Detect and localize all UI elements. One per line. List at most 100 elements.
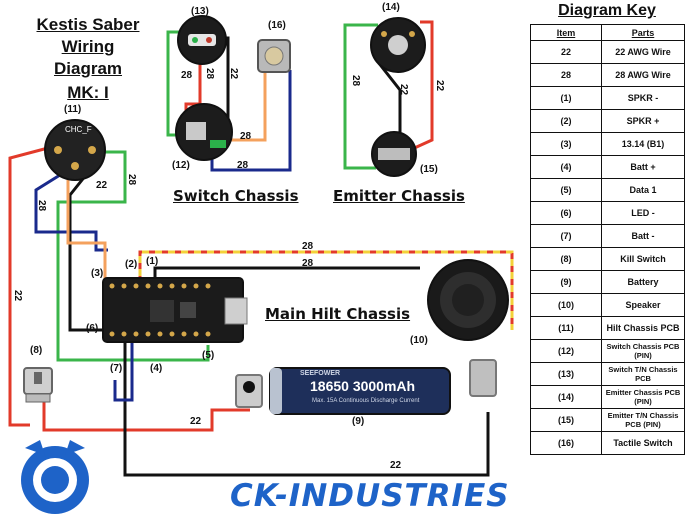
wire-speaker-positive (138, 250, 514, 330)
key-item: (8) (530, 247, 602, 271)
wire-green-hilt-to-main (56, 150, 210, 362)
key-part: Batt + (601, 155, 685, 179)
key-row: (4)Batt + (530, 155, 685, 179)
key-part: SPKR + (601, 109, 685, 133)
wire-green-emitter (343, 23, 378, 170)
key-part: 13.14 (B1) (601, 132, 685, 156)
key-item: (5) (530, 178, 602, 202)
key-part: Kill Switch (601, 247, 685, 271)
key-row: (3)13.14 (B1) (530, 132, 685, 156)
wire-gauge-28-speaker-a: 28 (302, 241, 314, 252)
key-part: LED - (601, 201, 685, 225)
key-header-parts: Parts (601, 24, 685, 41)
key-header-item: Item (530, 24, 602, 41)
key-item: (10) (530, 293, 602, 317)
key-part: Switch Chassis PCB (PIN) (601, 339, 685, 363)
wire-red-emitter (409, 20, 434, 152)
wire-gauge-22-left: 22 (12, 289, 24, 302)
key-item: (6) (530, 201, 602, 225)
wire-speaker-positive-yellow (138, 250, 514, 330)
main-hilt-chassis-title: Main Hilt Chassis (265, 305, 411, 323)
key-row: (10)Speaker (530, 293, 685, 317)
label-14: (14) (382, 2, 400, 13)
wire-green-switch (166, 30, 183, 137)
key-item: (13) (530, 362, 602, 386)
key-part: Tactile Switch (601, 431, 685, 455)
wiring-diagram: CHC_F (8, 15, 514, 514)
wire-gauge-22-emitter-b: 22 (434, 79, 446, 92)
key-row: (9)Battery (530, 270, 685, 294)
label-16: (16) (268, 20, 286, 31)
key-row: (12)Switch Chassis PCB (PIN) (530, 339, 685, 363)
key-row: (5)Data 1 (530, 178, 685, 202)
label-4: (4) (150, 363, 163, 374)
wire-black-emitter (376, 61, 402, 140)
wire-navy-switch (210, 70, 292, 172)
wire-gauge-22-hilt: 22 (96, 180, 108, 191)
key-part: 22 AWG Wire (601, 40, 685, 64)
key-item: (1) (530, 86, 602, 110)
title-line-3: MK: I (67, 83, 109, 102)
wire-orange-switch (225, 70, 267, 142)
label-13: (13) (191, 6, 209, 17)
battery-capacity-text: 18650 3000mAh (310, 378, 416, 394)
wire-gauge-28-switch-d: 28 (237, 160, 249, 171)
emitter-chassis-title: Emitter Chassis (333, 187, 465, 205)
ck-logo (21, 440, 89, 514)
label-15: (15) (420, 164, 438, 175)
key-item: (9) (530, 270, 602, 294)
label-3: (3) (91, 268, 104, 279)
wire-red-hilt-to-kill (8, 146, 49, 427)
key-row: (2)SPKR + (530, 109, 685, 133)
wire-gauge-22-switch: 22 (228, 67, 240, 80)
label-5: (5) (202, 350, 215, 361)
key-part: Switch T/N Chassis PCB (601, 362, 685, 386)
key-item: (2) (530, 109, 602, 133)
label-1: (1) (146, 256, 159, 267)
battery-negative-contact (469, 359, 497, 397)
key-row: (15)Emitter T/N Chassis PCB (PIN) (530, 408, 685, 432)
key-item: (7) (530, 224, 602, 248)
key-part: Battery (601, 270, 685, 294)
brand-name: CK-INDUSTRIES (230, 478, 510, 514)
wire-red-kill-to-battery (42, 398, 250, 432)
wire-navy-hilt-to-main (34, 173, 108, 252)
key-item: (4) (530, 155, 602, 179)
key-row: (13)Switch T/N Chassis PCB (530, 362, 685, 386)
title-line-1: Kestis Saber Wiring (36, 15, 140, 56)
wire-black-batt-negative (123, 340, 490, 477)
key-row: (16)Tactile Switch (530, 431, 685, 455)
key-part: Speaker (601, 293, 685, 317)
key-part: Emitter T/N Chassis PCB (PIN) (601, 408, 685, 432)
key-item: (15) (530, 408, 602, 432)
wire-gauge-28-hilt-b: 28 (36, 199, 48, 212)
hilt-chassis-pcb (44, 119, 106, 181)
title-line-2: Diagram (53, 59, 123, 78)
hilt-pcb-text: CHC_F (65, 125, 92, 134)
key-item: (16) (530, 431, 602, 455)
battery-small-text: Max. 15A Continuous Discharge Current (312, 398, 420, 404)
label-11: (11) (64, 104, 82, 115)
key-item: 22 (530, 40, 602, 64)
key-item: (3) (530, 132, 602, 156)
label-6: (6) (86, 323, 99, 334)
key-item: (12) (530, 339, 602, 363)
label-10: (10) (410, 335, 428, 346)
wire-gauge-28-speaker-b: 28 (302, 258, 314, 269)
battery-brand: SEEFOWER (300, 370, 341, 377)
wire-gauge-22-bottom-a: 22 (190, 416, 202, 427)
key-row: (7)Batt - (530, 224, 685, 248)
wire-gauge-28-emitter: 28 (350, 74, 362, 87)
key-part: Hilt Chassis PCB (601, 316, 685, 340)
key-item: (11) (530, 316, 602, 340)
wire-gauge-28-switch-b: 28 (204, 67, 216, 80)
key-part: Batt - (601, 224, 685, 248)
label-12: (12) (172, 160, 190, 171)
key-part: Data 1 (601, 178, 685, 202)
diagram-key-title: Diagram Key (558, 2, 656, 19)
label-8: (8) (30, 345, 43, 356)
diagram-title: Kestis Saber Wiring Diagram MK: I (8, 14, 168, 104)
